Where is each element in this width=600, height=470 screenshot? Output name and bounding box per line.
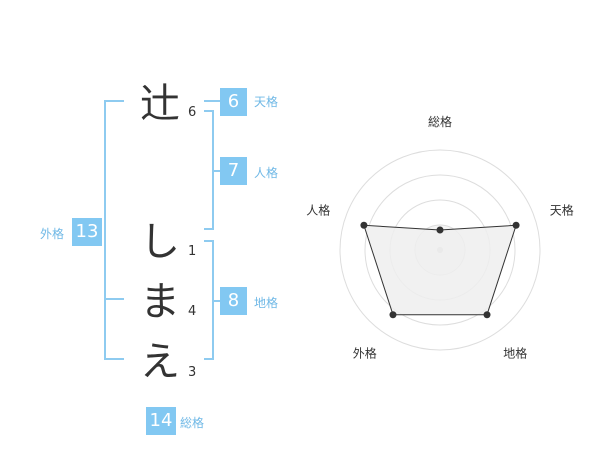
tenkaku-label: 天格 [254, 95, 279, 109]
jinkaku-connector [214, 170, 220, 172]
radar-axis-label: 天格 [550, 202, 574, 217]
stroke-count-3: 4 [188, 304, 197, 319]
radar-axis-label: 人格 [306, 202, 330, 217]
jinkaku-bracket [204, 110, 214, 230]
radar-area [363, 224, 517, 316]
gaikaku-label: 外格 [40, 227, 65, 241]
chikaku-value-box: 8 [220, 287, 247, 315]
radar-point [512, 221, 520, 229]
stroke-count-1: 6 [188, 105, 197, 120]
radar-point [389, 311, 397, 319]
gaikaku-bracket [104, 100, 124, 360]
stroke-count-2: 1 [188, 244, 197, 259]
chikaku-label: 地格 [254, 296, 279, 310]
name-char-3: ま [140, 279, 180, 325]
radar-ring [364, 174, 516, 326]
radar-axis-label: 外格 [353, 346, 377, 361]
soukaku-label: 総格 [180, 416, 205, 430]
jinkaku-label: 人格 [254, 166, 279, 180]
tenkaku-connector [204, 100, 220, 102]
chikaku-connector [214, 300, 220, 302]
tenkaku-value-box: 6 [220, 88, 247, 116]
radar-point [436, 226, 444, 234]
name-char-4: え [140, 339, 180, 385]
radar-point [483, 311, 491, 319]
radar-axis-label: 地格 [503, 346, 527, 361]
stroke-count-4: 3 [188, 365, 197, 380]
name-char-2: し [140, 219, 180, 265]
jinkaku-value-box: 7 [220, 157, 247, 185]
radar-point [360, 221, 368, 229]
chikaku-bracket [204, 240, 214, 360]
radar-ring [339, 149, 541, 351]
radar-axis-label: 総格 [428, 114, 452, 129]
gaikaku-bracket-tick [104, 298, 124, 300]
soukaku-value-box: 14 [146, 407, 176, 435]
gaikaku-value-box: 13 [72, 218, 102, 246]
name-char-1: 辻 [140, 81, 180, 127]
